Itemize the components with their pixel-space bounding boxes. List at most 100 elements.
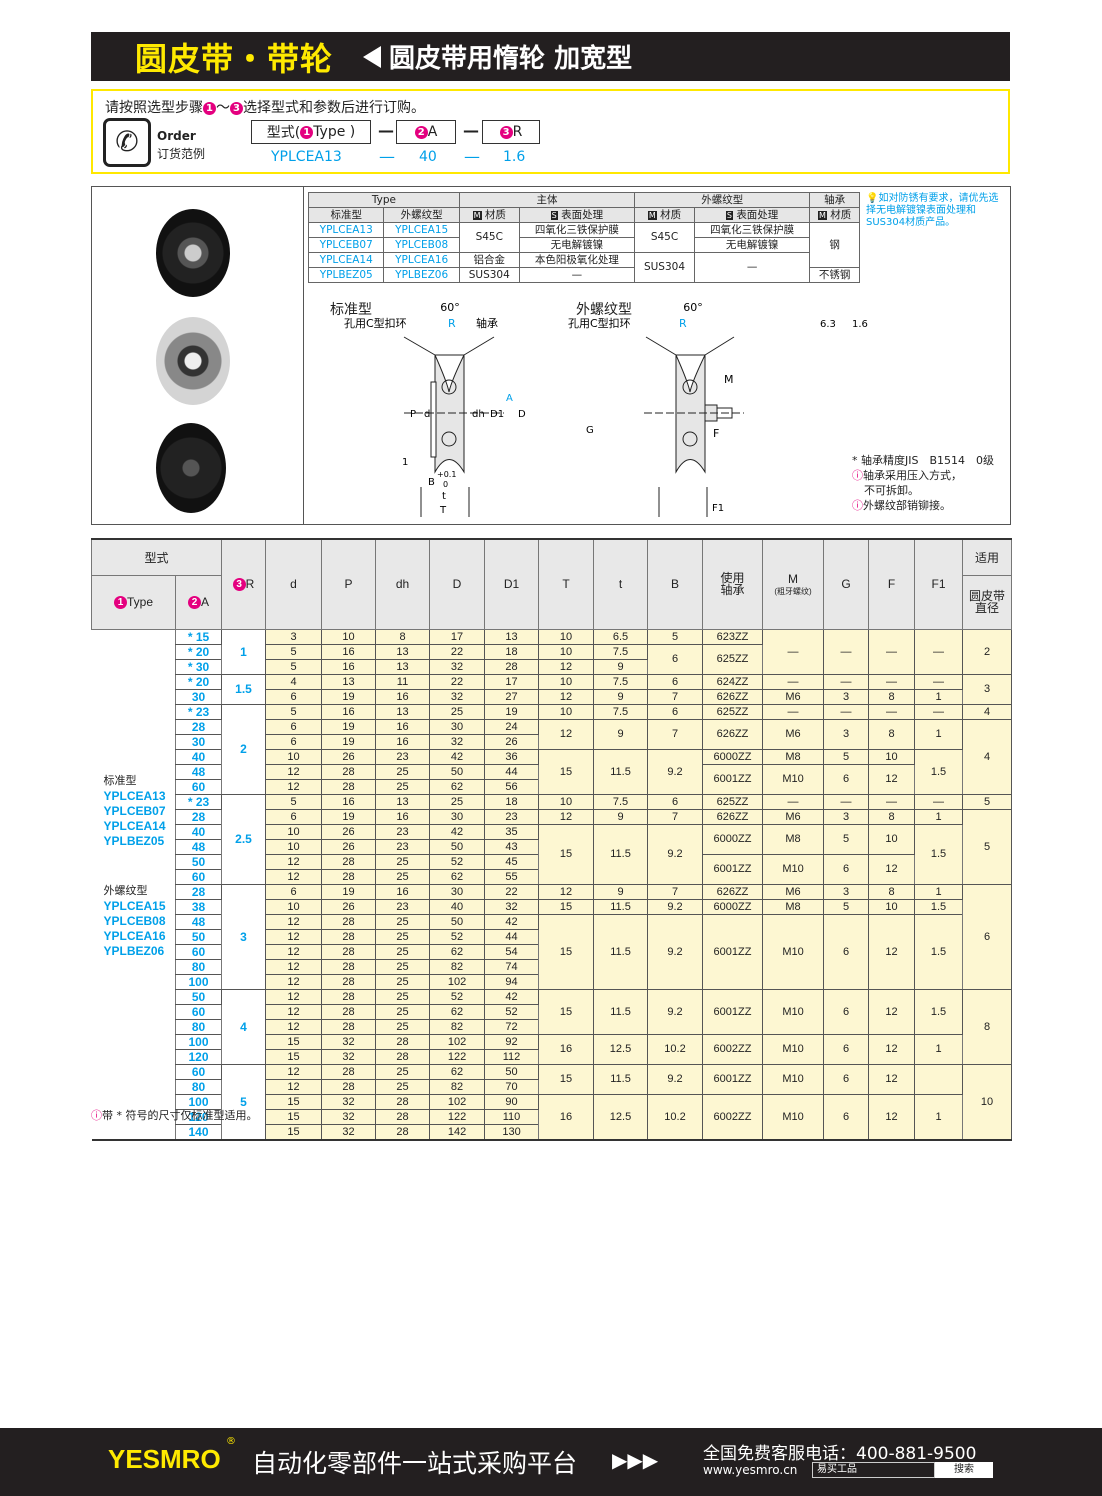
cell: 四氧化三铁保护膜 xyxy=(518,222,636,238)
table-cell: 25 xyxy=(375,1063,431,1080)
a-value[interactable]: * 23 xyxy=(174,793,223,810)
model-code[interactable]: YPLCEA14 xyxy=(103,818,166,833)
table-cell: — xyxy=(823,628,870,675)
a-value[interactable]: 60 xyxy=(174,1003,223,1020)
table-cell: 12 xyxy=(265,763,323,780)
table-cell: 40 xyxy=(429,898,486,915)
r-value[interactable]: 1 xyxy=(221,628,267,675)
model[interactable]: YPLCEA14 xyxy=(307,252,385,268)
search-button[interactable]: 搜索 xyxy=(935,1462,993,1478)
table-cell: 16 xyxy=(321,703,377,720)
table-cell: 72 xyxy=(484,1018,540,1035)
table-cell: 28 xyxy=(321,853,377,870)
website-link[interactable]: www.yesmro.cn xyxy=(703,1463,798,1477)
table-cell: — xyxy=(868,673,916,690)
a-value[interactable]: 40 xyxy=(174,748,223,765)
table-cell: 5 xyxy=(962,808,1013,885)
table-cell: 12 xyxy=(868,988,916,1035)
a-value[interactable]: 30 xyxy=(174,733,223,750)
table-cell: 6002ZZ xyxy=(702,1033,764,1065)
table-cell: 3 xyxy=(823,883,870,900)
a-value[interactable]: 50 xyxy=(174,988,223,1005)
search-input[interactable]: 易买工品 xyxy=(812,1462,935,1478)
model-code[interactable]: YPLCEA16 xyxy=(103,928,166,943)
table-cell: 5 xyxy=(823,748,870,765)
model-code[interactable]: YPLCEB08 xyxy=(103,913,166,928)
table-cell: 1 xyxy=(914,718,964,750)
table-cell: 16 xyxy=(375,718,431,735)
model[interactable]: YPLCEB08 xyxy=(383,237,460,253)
model-code[interactable]: YPLCEB07 xyxy=(103,803,166,818)
a-value[interactable]: 48 xyxy=(174,763,223,780)
r-value[interactable]: 2.5 xyxy=(221,793,267,885)
table-cell: 12 xyxy=(868,913,916,990)
a-value[interactable]: 60 xyxy=(174,943,223,960)
model[interactable]: YPLCEA13 xyxy=(307,222,385,238)
model[interactable]: YPLBEZ06 xyxy=(383,267,460,283)
a-value[interactable]: 50 xyxy=(174,928,223,945)
table-cell: 6001ZZ xyxy=(702,1063,764,1095)
model[interactable]: YPLCEB07 xyxy=(307,237,385,253)
step-2-badge: 2 xyxy=(414,125,428,139)
table-cell: 12 xyxy=(265,913,323,930)
a-value[interactable]: * 20 xyxy=(174,643,223,660)
model[interactable]: YPLCEA15 xyxy=(383,222,460,238)
a-value[interactable]: 30 xyxy=(174,688,223,705)
a-value[interactable]: 28 xyxy=(174,883,223,900)
model-code[interactable]: YPLBEZ05 xyxy=(103,833,165,848)
a-value[interactable]: 100 xyxy=(174,1033,223,1050)
a-value[interactable]: * 20 xyxy=(174,673,223,690)
table-cell: 28 xyxy=(321,943,377,960)
model-code[interactable]: YPLBEZ06 xyxy=(103,943,165,958)
table-cell: 28 xyxy=(321,988,377,1005)
r-value[interactable]: 3 xyxy=(221,883,267,990)
b-tolerance-lower: 0 xyxy=(443,480,448,489)
a-value[interactable]: * 23 xyxy=(174,703,223,720)
a-value[interactable]: 80 xyxy=(174,958,223,975)
a-value[interactable]: 28 xyxy=(174,718,223,735)
r-value[interactable]: 1.5 xyxy=(221,673,267,705)
a-value[interactable]: 60 xyxy=(174,778,223,795)
table-cell: 12 xyxy=(538,718,595,750)
a-value[interactable]: 120 xyxy=(174,1048,223,1065)
table-cell: — xyxy=(914,628,964,675)
a-value[interactable]: * 30 xyxy=(174,658,223,675)
table-cell: 25 xyxy=(375,1078,431,1095)
a-value[interactable]: 48 xyxy=(174,913,223,930)
r-value[interactable]: 4 xyxy=(221,988,267,1065)
a-value[interactable]: 48 xyxy=(174,838,223,855)
table-cell: 6 xyxy=(647,703,704,720)
a-value[interactable]: 100 xyxy=(174,973,223,990)
a-value[interactable]: 140 xyxy=(174,1123,223,1140)
dash: — xyxy=(379,147,395,166)
a-value[interactable]: 80 xyxy=(174,1018,223,1035)
table-cell: 25 xyxy=(375,988,431,1005)
table-cell: 25 xyxy=(429,703,486,720)
a-value[interactable]: 60 xyxy=(174,868,223,885)
a-value[interactable]: 40 xyxy=(174,823,223,840)
a-value[interactable]: 80 xyxy=(174,1078,223,1095)
a-value[interactable]: 28 xyxy=(174,808,223,825)
model-code[interactable]: YPLCEA15 xyxy=(103,898,166,913)
table-cell: 6 xyxy=(265,718,323,735)
a-value[interactable]: 50 xyxy=(174,853,223,870)
table-cell: 6 xyxy=(823,1093,870,1140)
a-value[interactable]: * 15 xyxy=(174,628,223,645)
model-code[interactable]: YPLCEA13 xyxy=(103,788,166,803)
r-value[interactable]: 2 xyxy=(221,703,267,795)
a-value[interactable]: 60 xyxy=(174,1063,223,1080)
a-value[interactable]: 38 xyxy=(174,898,223,915)
cell: 钢 xyxy=(809,222,860,268)
model[interactable]: YPLCEA16 xyxy=(383,252,460,268)
r-value[interactable]: 5 xyxy=(221,1063,267,1140)
triangle-left-icon xyxy=(363,45,382,68)
a-value[interactable]: 100 xyxy=(174,1093,223,1110)
label: 材质 xyxy=(484,208,506,221)
a-value[interactable]: 120 xyxy=(174,1108,223,1125)
model[interactable]: YPLBEZ05 xyxy=(307,267,385,283)
